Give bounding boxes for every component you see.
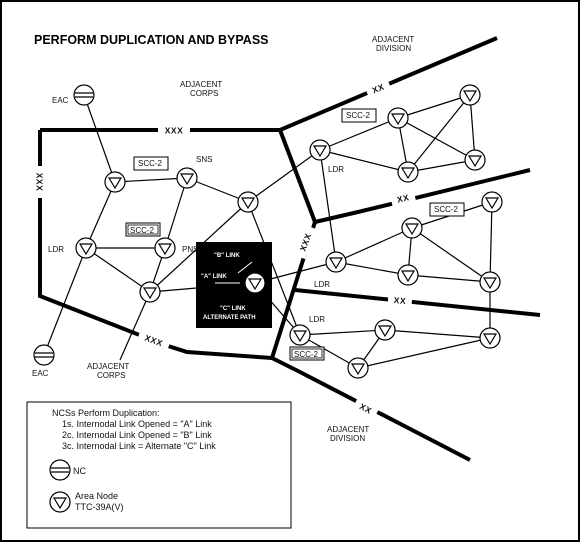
- echelon-xx-mid2: XX: [393, 295, 406, 306]
- area-node: [481, 191, 503, 213]
- label-adjacent-division-top-2: DIVISION: [376, 44, 411, 53]
- boundary-xx-lower: [294, 288, 541, 317]
- area-node: [347, 357, 369, 379]
- nc-node-eac-bottom: [33, 344, 55, 366]
- callout-alternate-path: ALTERNATE PATH: [203, 315, 256, 321]
- label-adjacent-corps-bottom-2: CORPS: [97, 371, 125, 380]
- legend-item: 2c. Internodal Link Opened = "B" Link: [62, 430, 212, 440]
- legend-area-node-symbol: [49, 491, 71, 513]
- boundary-center: [269, 221, 471, 462]
- area-node: [154, 237, 176, 259]
- area-node: [244, 272, 266, 294]
- label-eac-bottom: EAC: [32, 369, 49, 378]
- area-nodes: [75, 84, 503, 379]
- label-sns: SNS: [196, 155, 212, 164]
- area-node: [479, 327, 501, 349]
- legend-nc-label: NC: [73, 466, 86, 476]
- area-node: [401, 217, 423, 239]
- area-node: [104, 171, 126, 193]
- area-node: [309, 139, 331, 161]
- legend-header: NCSs Perform Duplication:: [52, 408, 160, 418]
- echelon-markers: XXX XXX XXX XXX XX XX XX XX: [34, 77, 417, 419]
- echelon-xxx-left: XXX: [35, 173, 45, 192]
- echelon-xx-mid1: XX: [396, 192, 410, 205]
- area-node: [325, 251, 347, 273]
- legend-area-node-label-2: TTC-39A(V): [75, 502, 124, 512]
- area-node: [176, 167, 198, 189]
- label-adjacent-division-bottom-1: ADJACENT: [327, 425, 369, 434]
- area-node: [374, 319, 396, 341]
- nc-nodes: [33, 84, 95, 366]
- label-eac-top: EAC: [52, 96, 69, 105]
- area-node: [139, 281, 161, 303]
- legend-box: [26, 401, 292, 529]
- callout-c-link: "C" LINK: [220, 306, 246, 312]
- area-node: [289, 324, 311, 346]
- label-adjacent-division-bottom-2: DIVISION: [330, 434, 365, 443]
- page-title: PERFORM DUPLICATION AND BYPASS: [34, 33, 269, 47]
- label-adjacent-corps-top-2: CORPS: [190, 89, 218, 98]
- legend-item: 1s. Internodal Link Opened = "A" Link: [62, 419, 212, 429]
- scc-box-label: SCC-2: [294, 350, 319, 359]
- area-node: [464, 149, 486, 171]
- label-ldr-left: LDR: [48, 245, 64, 254]
- area-node: [479, 271, 501, 293]
- area-node: [397, 161, 419, 183]
- label-ldr-mid: LDR: [328, 165, 344, 174]
- label-ldr-lower: LDR: [309, 315, 325, 324]
- area-node: [459, 84, 481, 106]
- echelon-xxx-top: XXX: [165, 126, 184, 136]
- label-pns: PNS: [182, 245, 198, 254]
- boundary-lines: [38, 36, 541, 462]
- scc-box-label: SCC-2: [138, 159, 163, 168]
- label-ldr-right: LDR: [314, 280, 330, 289]
- network-links: [43, 94, 493, 369]
- area-node: [387, 107, 409, 129]
- label-adjacent-division-top-1: ADJACENT: [372, 35, 414, 44]
- callout-b-link: "B" LINK: [214, 253, 240, 259]
- area-node: [75, 237, 97, 259]
- legend-nc-symbol: [49, 459, 71, 481]
- boundary-division-mid: [278, 129, 531, 225]
- legend: NCSs Perform Duplication: 1s. Internodal…: [26, 401, 292, 529]
- label-adjacent-corps-top-1: ADJACENT: [180, 80, 222, 89]
- area-node: [397, 264, 419, 286]
- scc-boxes: SCC-2 SCC-2 SCC-2 SCC-2 SCC-2: [125, 108, 465, 361]
- legend-area-node-label-1: Area Node: [75, 491, 118, 501]
- echelon-xx-top: XX: [371, 82, 386, 96]
- node-labels: EAC EAC SNS PNS LDR LDR LDR LDR ADJACENT…: [32, 35, 414, 443]
- scc-box-label: SCC-2: [130, 226, 155, 235]
- area-node: [237, 191, 259, 213]
- scc-box-label: SCC-2: [434, 205, 459, 214]
- label-adjacent-corps-bottom-1: ADJACENT: [87, 362, 129, 371]
- scc-box-label: SCC-2: [346, 111, 371, 120]
- callout-a-link: "A" LINK: [201, 274, 227, 280]
- legend-item: 3c. Internodal Link = Alternate "C" Link: [62, 441, 216, 451]
- nc-node-eac-top: [73, 84, 95, 106]
